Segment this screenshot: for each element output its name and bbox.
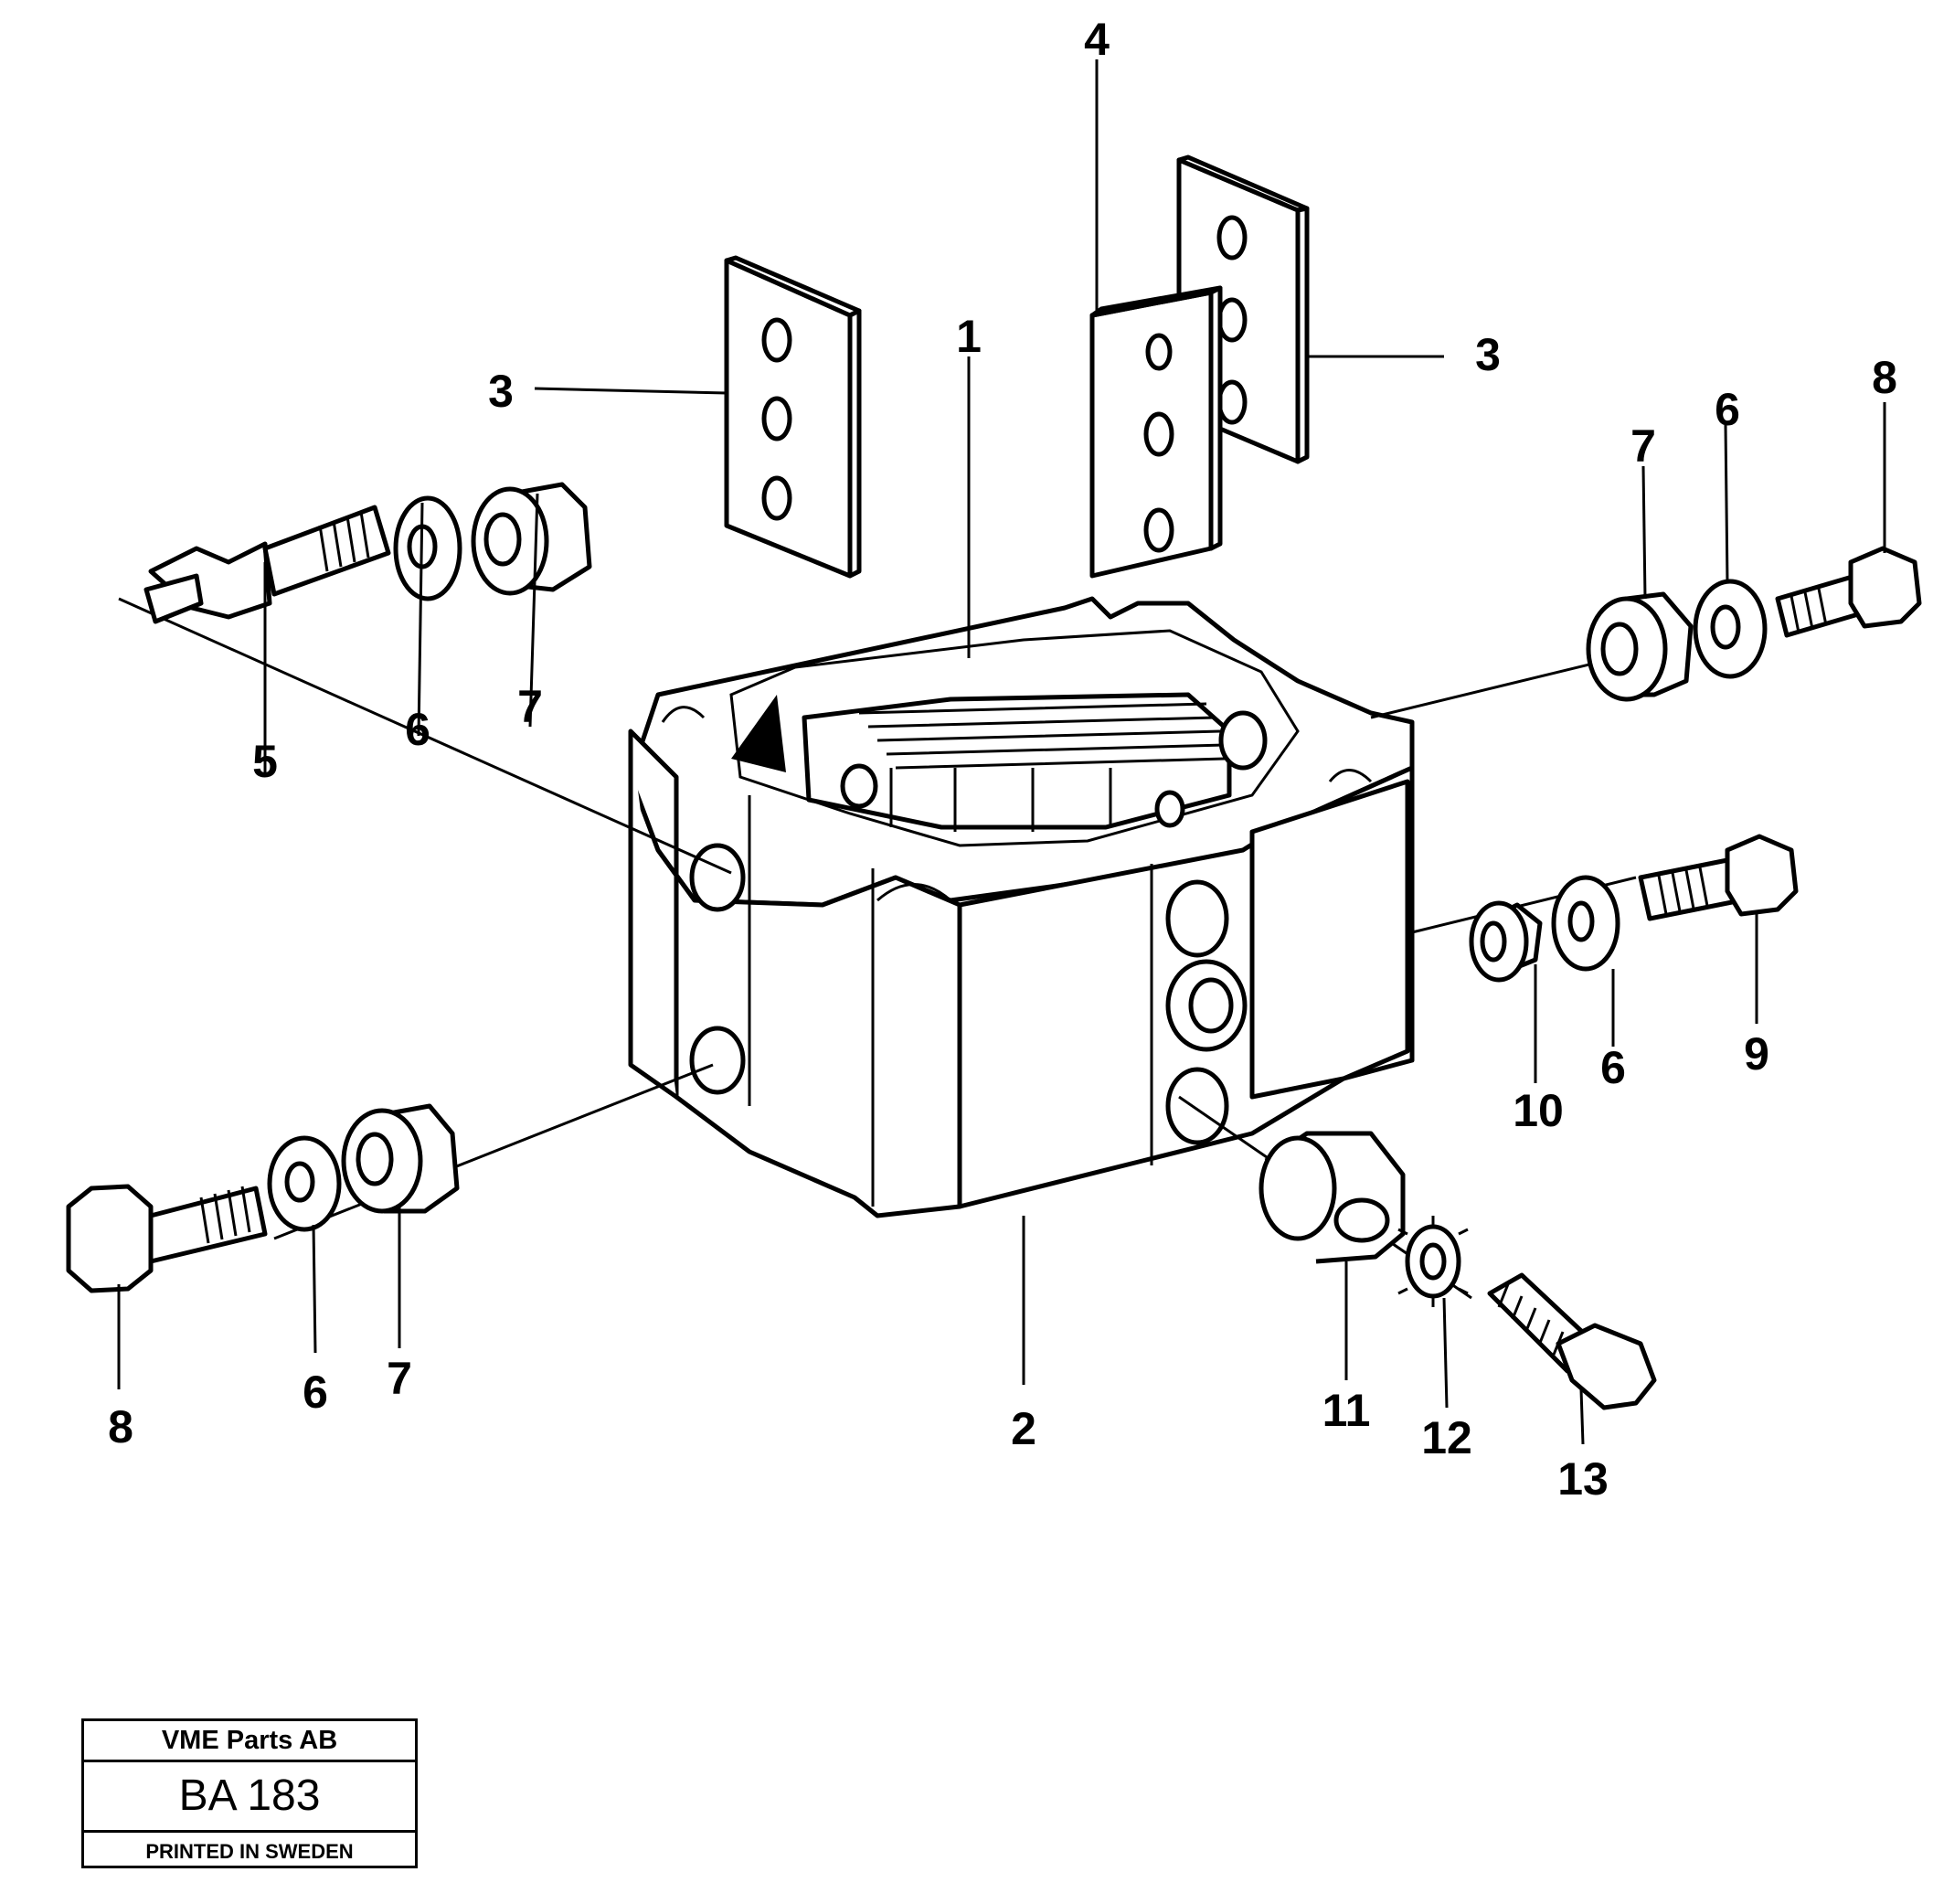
callout-12: 12 (1421, 1412, 1472, 1463)
inner-module-part-1 (731, 692, 1232, 832)
callout-3-left: 3 (488, 366, 514, 417)
screw-part-13 (1487, 1272, 1657, 1410)
washer-part-6-right-upper (1693, 579, 1768, 679)
callout-6-left-upper: 6 (405, 704, 430, 755)
housing-holes (689, 710, 1268, 1145)
callout-5: 5 (252, 736, 278, 787)
callout-1: 1 (956, 311, 982, 362)
callout-4: 4 (1084, 14, 1110, 65)
company-name: VME Parts AB (84, 1721, 415, 1762)
bolt-part-8-right (1775, 546, 1922, 638)
bolt-part-8-left (66, 1063, 714, 1293)
bushing-part-7-left-lower (341, 1103, 460, 1214)
callout-7-right-upper: 7 (1630, 420, 1656, 472)
title-block: VME Parts AB BA 183 PRINTED IN SWEDEN (81, 1718, 418, 1868)
callout-8-right: 8 (1872, 352, 1897, 403)
lock-washer-part-12 (1397, 1216, 1469, 1307)
bushing-part-7-right-upper (1370, 591, 1694, 719)
callout-13: 13 (1557, 1453, 1609, 1505)
callout-9: 9 (1744, 1028, 1769, 1080)
leader-lines (117, 59, 1886, 1445)
callout-7-left-lower: 7 (387, 1353, 412, 1404)
washer-part-6-right-middle (1551, 875, 1620, 972)
callout-6-right-upper: 6 (1715, 384, 1740, 435)
bushing-part-11 (1178, 1095, 1472, 1300)
plate-part-4 (1089, 285, 1223, 579)
housing-part-2 (628, 596, 1415, 1218)
callout-6-left-lower: 6 (303, 1367, 328, 1418)
callout-7-left-upper: 7 (517, 681, 543, 732)
bushing-part-7-left-upper (471, 482, 592, 596)
callout-2: 2 (1011, 1403, 1036, 1454)
callout-labels: 1 2 3 3 4 5 6 6 6 6 7 7 7 7 8 8 9 10 11 … (108, 14, 1897, 1505)
callout-6-right-middle: 6 (1600, 1042, 1626, 1093)
washer-part-6-left-upper (393, 495, 462, 601)
plate-part-3-left (724, 255, 862, 579)
washer-part-6-left-lower (267, 1135, 342, 1232)
printed-note: PRINTED IN SWEDEN (145, 1840, 354, 1863)
callout-10: 10 (1513, 1085, 1564, 1136)
callout-11: 11 (1322, 1385, 1371, 1436)
callout-8-left: 8 (108, 1401, 133, 1452)
stud-part-5 (118, 505, 732, 875)
bolt-part-9 (1638, 834, 1799, 921)
diagram-code: BA 183 (84, 1762, 415, 1833)
callout-3-right: 3 (1475, 329, 1501, 380)
